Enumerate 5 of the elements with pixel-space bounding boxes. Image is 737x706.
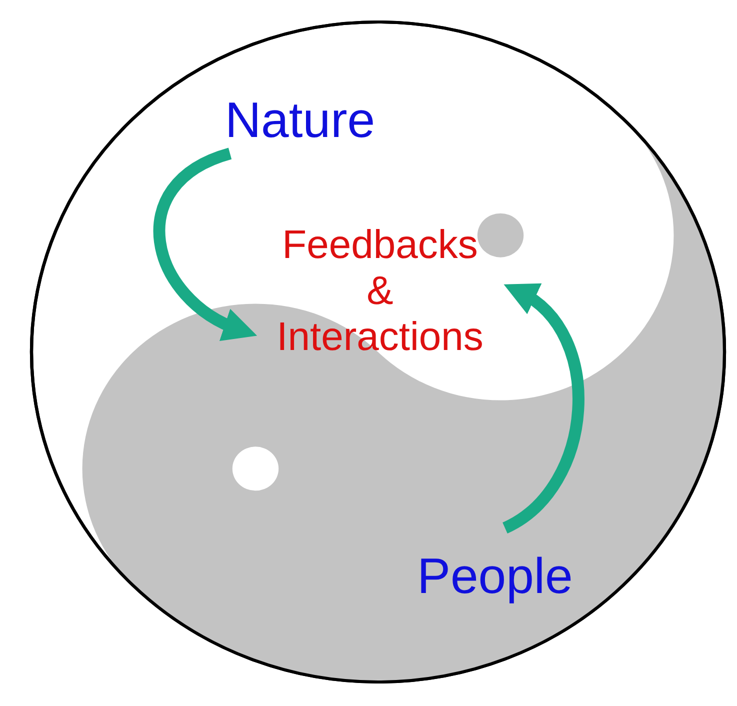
- text-label: Feedbacks & Interactions: [240, 222, 520, 360]
- text-label: Nature: [190, 92, 410, 150]
- curved-arrow: [502, 282, 584, 534]
- curved-arrow: [154, 148, 256, 340]
- text-label: People: [385, 548, 605, 606]
